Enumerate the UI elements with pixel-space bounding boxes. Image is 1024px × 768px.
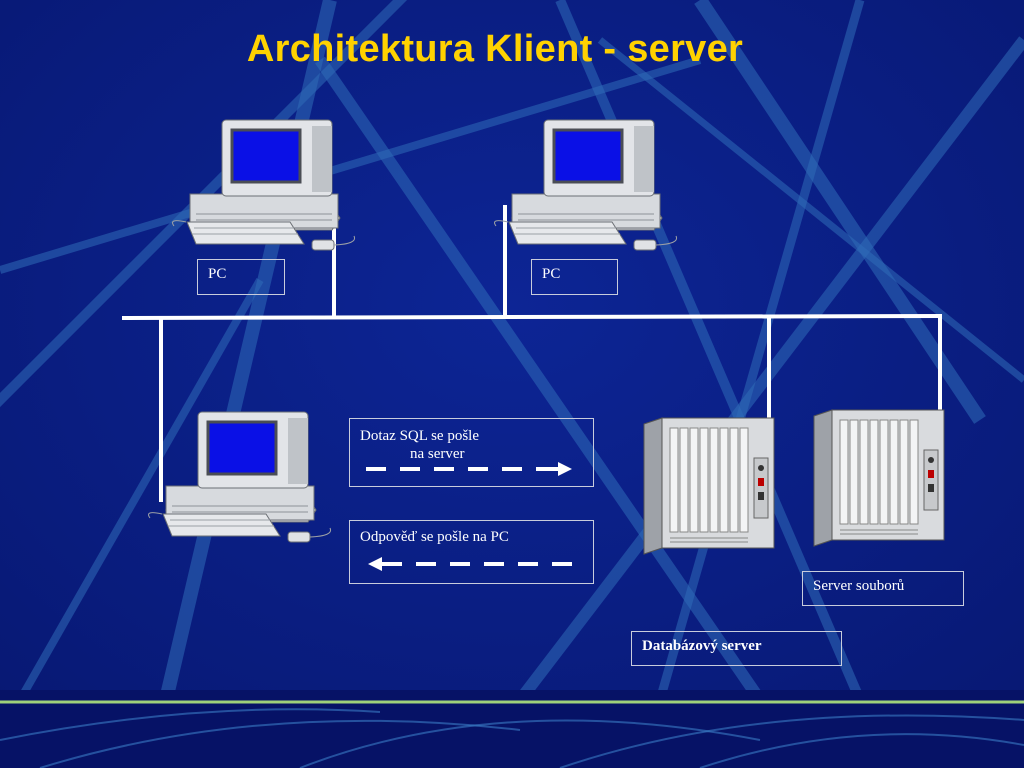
pc-label-text: PC bbox=[542, 266, 561, 282]
query-text-line1: Dotaz SQL se pošle bbox=[360, 428, 480, 444]
db-server-label: Databázový server bbox=[631, 631, 842, 666]
pc-label-left: PC bbox=[197, 259, 285, 295]
db-server-text: Databázový server bbox=[642, 638, 762, 654]
computer-icon bbox=[172, 119, 356, 251]
query-text-line2: na server bbox=[410, 446, 465, 462]
slide-title: Architektura Klient - server bbox=[246, 28, 744, 70]
file-server-label: Server souborů bbox=[802, 571, 964, 606]
response-box: Odpověď se pošle na PC bbox=[349, 520, 594, 584]
computer-icon bbox=[494, 119, 678, 251]
arrow-left-icon bbox=[368, 557, 572, 571]
query-box: Dotaz SQL se pošle na server bbox=[349, 418, 594, 487]
pc-label-right: PC bbox=[531, 259, 618, 295]
pc-label-text: PC bbox=[208, 266, 227, 282]
computer-icon bbox=[148, 411, 332, 543]
server-rack-icon bbox=[643, 417, 775, 555]
response-text: Odpověď se pošle na PC bbox=[360, 529, 509, 545]
arrow-right-icon bbox=[366, 462, 572, 476]
server-rack-icon bbox=[813, 409, 945, 547]
file-server-text: Server souborů bbox=[813, 578, 905, 594]
